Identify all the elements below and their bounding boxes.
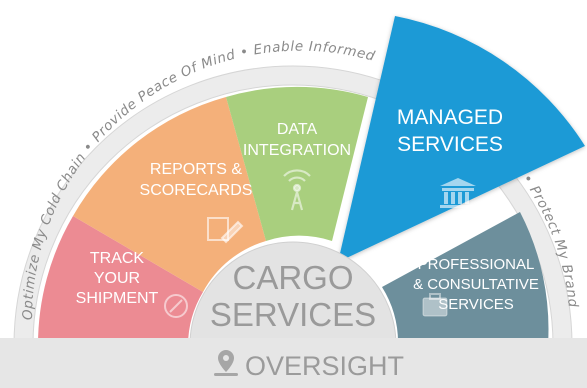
professional-label-line-1: PROFESSIONAL bbox=[418, 256, 535, 273]
data-label-group: DATA INTEGRATION bbox=[243, 121, 351, 159]
managed-label-group: MANAGED SERVICES bbox=[397, 106, 503, 156]
center-title-line-2: SERVICES bbox=[210, 296, 376, 333]
track-label-line-3: SHIPMENT bbox=[76, 290, 159, 307]
reports-label-group: REPORTS & SCORECARDS bbox=[140, 161, 253, 199]
bank-icon bbox=[440, 178, 476, 208]
location-pin-icon bbox=[214, 350, 238, 376]
track-label-group: TRACK YOUR SHIPMENT bbox=[76, 250, 159, 307]
edit-icon bbox=[207, 217, 244, 244]
compass-icon bbox=[164, 294, 188, 318]
professional-label-line-3: SERVICES bbox=[438, 296, 514, 313]
professional-label-group: PROFESSIONAL & CONSULTATIVE SERVICES bbox=[413, 256, 539, 313]
data-label-line-2: INTEGRATION bbox=[243, 142, 351, 159]
segment-data-integration[interactable] bbox=[226, 86, 368, 241]
footer-bar bbox=[0, 338, 587, 388]
professional-label-line-2: & CONSULTATIVE bbox=[413, 276, 539, 293]
segment-professional-consultative-services[interactable] bbox=[382, 212, 549, 345]
center-title-line-1: CARGO bbox=[232, 259, 353, 296]
managed-label-line-2: SERVICES bbox=[397, 133, 503, 156]
track-label-line-2: YOUR bbox=[94, 270, 140, 287]
briefcase-icon bbox=[422, 293, 448, 317]
segment-managed-services[interactable] bbox=[338, 16, 585, 262]
reports-label-line-1: REPORTS & bbox=[150, 161, 243, 178]
segment-track-your-shipment[interactable] bbox=[37, 216, 203, 345]
track-label-line-1: TRACK bbox=[90, 250, 145, 267]
managed-label-line-1: MANAGED bbox=[397, 106, 503, 129]
reports-label-line-2: SCORECARDS bbox=[140, 182, 253, 199]
segment-reports-scorecards[interactable] bbox=[73, 97, 266, 292]
footer-label: OVERSIGHT bbox=[245, 351, 404, 381]
broadcast-antenna-icon bbox=[283, 169, 311, 211]
center-disc bbox=[189, 241, 397, 346]
data-label-line-1: DATA bbox=[277, 121, 318, 138]
